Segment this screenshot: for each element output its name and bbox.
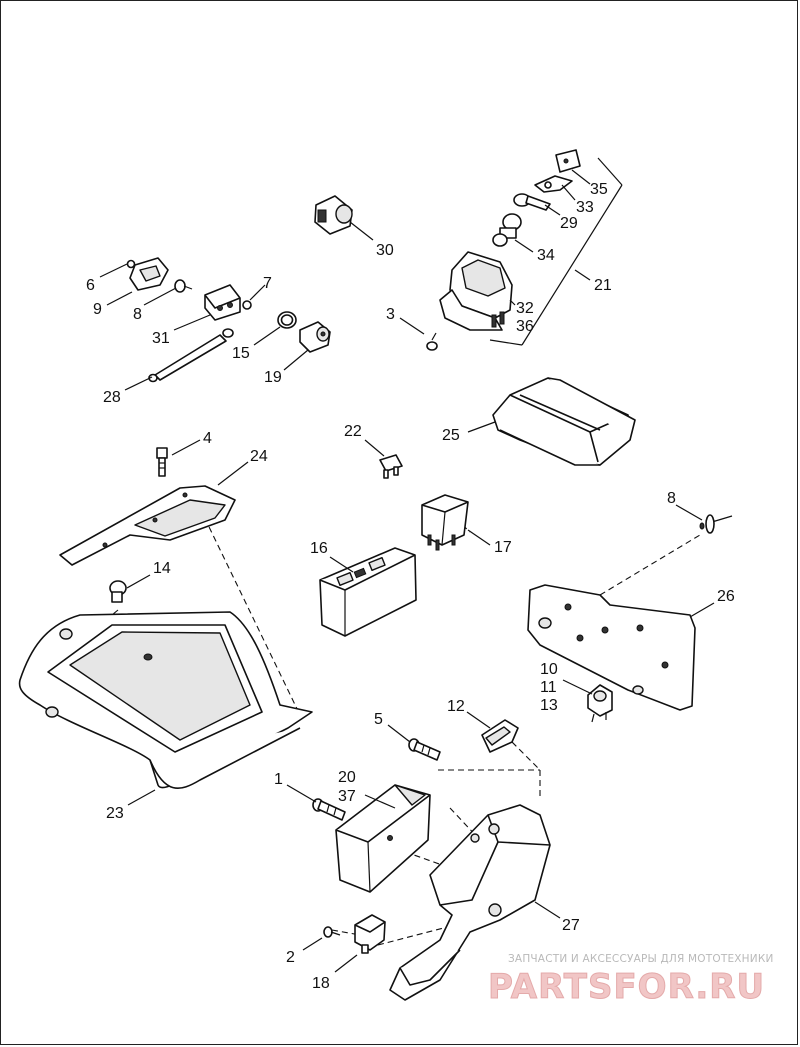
callout-15: 15 [232, 345, 250, 362]
callout-33: 33 [576, 199, 594, 216]
callout-6: 6 [86, 277, 95, 294]
callout-3: 3 [386, 306, 395, 323]
part-33-key [534, 175, 573, 193]
callout-25: 25 [442, 427, 460, 444]
callout-4: 4 [203, 430, 212, 447]
callout-5: 5 [374, 711, 383, 728]
part-26-mounting-plate [527, 584, 696, 711]
callout-8a: 8 [133, 306, 142, 323]
part-8-washer-screw [174, 279, 193, 293]
part-12-connector [481, 719, 519, 753]
callout-2: 2 [286, 949, 295, 966]
callout-9: 9 [93, 301, 102, 318]
part-5-bolt [408, 738, 441, 761]
part-7-nut [242, 300, 252, 310]
part-32-ignition-switch [439, 251, 513, 331]
part-22-fuse [379, 454, 403, 479]
part-23-seat-pan [18, 611, 313, 789]
callout-36: 36 [516, 318, 534, 335]
part-28-cable [148, 328, 234, 383]
callout-27: 27 [562, 917, 580, 934]
callout-21: 21 [594, 277, 612, 294]
callout-16: 16 [310, 540, 328, 557]
watermark: ЗАПЧАСТИ И АКСЕССУАРЫ ДЛЯ МОТОТЕХНИКИ PA… [488, 953, 774, 1008]
part-34-lock-cylinder [492, 213, 522, 247]
callout-32: 32 [516, 300, 534, 317]
part-19-switch [299, 321, 331, 353]
callout-18: 18 [312, 975, 330, 992]
callout-20: 20 [338, 769, 356, 786]
callout-labels: 30 35 33 29 34 21 32 36 3 6 9 8 7 31 15 … [86, 181, 735, 992]
callout-37: 37 [338, 788, 356, 805]
callout-14: 14 [153, 560, 171, 577]
callout-34: 34 [537, 247, 555, 264]
callout-13: 13 [540, 697, 558, 714]
part-20-module [335, 784, 431, 893]
watermark-tagline: ЗАПЧАСТИ И АКСЕССУАРЫ ДЛЯ МОТОТЕХНИКИ [508, 953, 774, 965]
part-8-screw-right [699, 514, 733, 534]
callout-24: 24 [250, 448, 268, 465]
part-30-sensor [314, 195, 353, 235]
part-9-clip-bracket [129, 257, 169, 291]
part-35-key-tag [555, 149, 581, 173]
callout-31: 31 [152, 330, 170, 347]
part-2-screw [323, 926, 341, 938]
part-3-screw [426, 332, 438, 351]
callout-12: 12 [447, 698, 465, 715]
callout-22: 22 [344, 423, 362, 440]
part-24-bracket-plate [59, 485, 236, 566]
part-16-module [319, 547, 417, 637]
callout-7: 7 [263, 275, 272, 292]
callout-10: 10 [540, 661, 558, 678]
part-27-bracket [389, 804, 551, 1001]
part-31-connector-block [204, 284, 241, 321]
part-10-clip [587, 684, 613, 723]
part-29-keys [513, 193, 551, 211]
watermark-logo: PARTSFOR.RU [488, 967, 765, 1007]
part-15-o-ring [277, 311, 297, 329]
callout-11: 11 [540, 679, 557, 696]
callout-19: 19 [264, 369, 282, 386]
callout-17: 17 [494, 539, 512, 556]
callout-28: 28 [103, 389, 121, 406]
callout-35: 35 [590, 181, 608, 198]
callout-26: 26 [717, 588, 735, 605]
part-17-relay [421, 494, 469, 551]
part-14-grommet [109, 580, 127, 603]
callout-23: 23 [106, 805, 124, 822]
part-25-cover [492, 377, 636, 466]
part-18-sensor [354, 914, 386, 954]
leader-lines [99, 157, 715, 973]
callout-30: 30 [376, 242, 394, 259]
part-6-screw [126, 259, 136, 269]
part-4-bolt [156, 447, 168, 477]
callout-1: 1 [274, 771, 283, 788]
callout-29: 29 [560, 215, 578, 232]
callout-8b: 8 [667, 490, 676, 507]
